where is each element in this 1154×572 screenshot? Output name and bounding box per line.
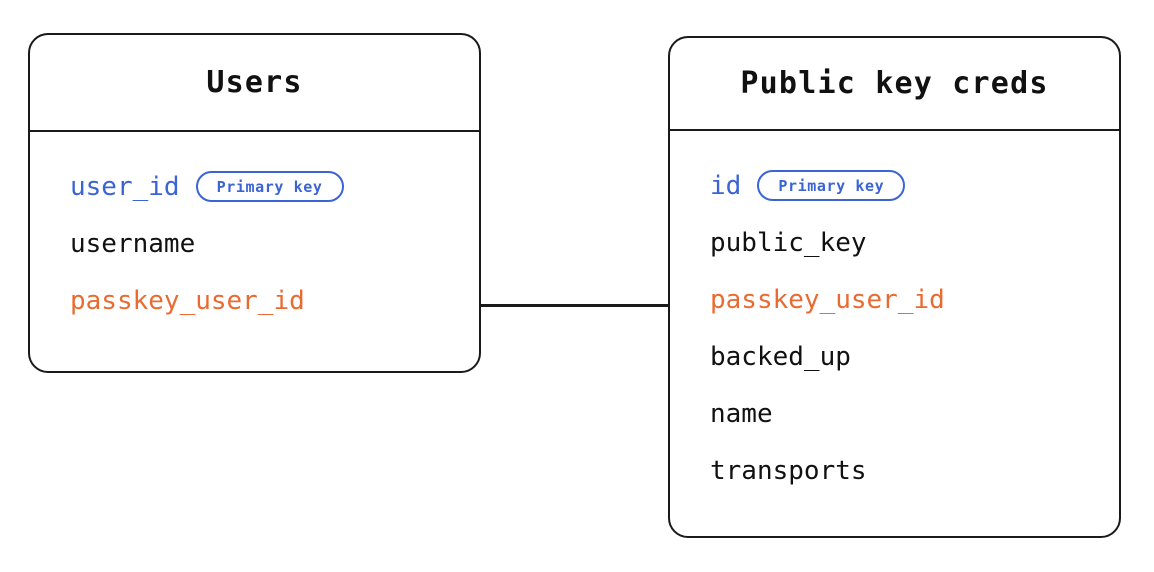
entity-public-key-creds-fields: id Primary key public_key passkey_user_i… [670, 131, 1119, 536]
field-name-username: username [70, 228, 196, 259]
field-row[interactable]: username [70, 215, 457, 272]
entity-users-fields: user_id Primary key username passkey_use… [30, 132, 479, 371]
field-name-backed-up: backed_up [710, 341, 851, 372]
relationship-line-users-to-public-key-creds [479, 304, 670, 307]
field-name-transports: transports [710, 455, 867, 486]
field-name-id: id [710, 170, 742, 201]
primary-key-badge: Primary key [757, 170, 906, 201]
field-name-passkey-user-id: passkey_user_id [710, 284, 945, 315]
primary-key-badge: Primary key [195, 171, 344, 202]
entity-public-key-creds-header: Public key creds [670, 38, 1119, 131]
field-row[interactable]: name [710, 385, 1097, 442]
field-row[interactable]: passkey_user_id [70, 272, 457, 329]
field-row[interactable]: id Primary key [710, 157, 1097, 214]
entity-users[interactable]: Users user_id Primary key username passk… [28, 33, 481, 373]
field-row[interactable]: public_key [710, 214, 1097, 271]
entity-users-header: Users [30, 35, 479, 132]
field-row[interactable]: backed_up [710, 328, 1097, 385]
entity-users-title: Users [206, 65, 303, 100]
field-name-passkey-user-id: passkey_user_id [70, 285, 305, 316]
field-name-name: name [710, 398, 773, 429]
field-row[interactable]: transports [710, 442, 1097, 499]
entity-public-key-creds[interactable]: Public key creds id Primary key public_k… [668, 36, 1121, 538]
field-row[interactable]: user_id Primary key [70, 158, 457, 215]
entity-public-key-creds-title: Public key creds [740, 66, 1049, 101]
field-row[interactable]: passkey_user_id [710, 271, 1097, 328]
field-name-public-key: public_key [710, 227, 867, 258]
field-name-user-id: user_id [70, 171, 180, 202]
